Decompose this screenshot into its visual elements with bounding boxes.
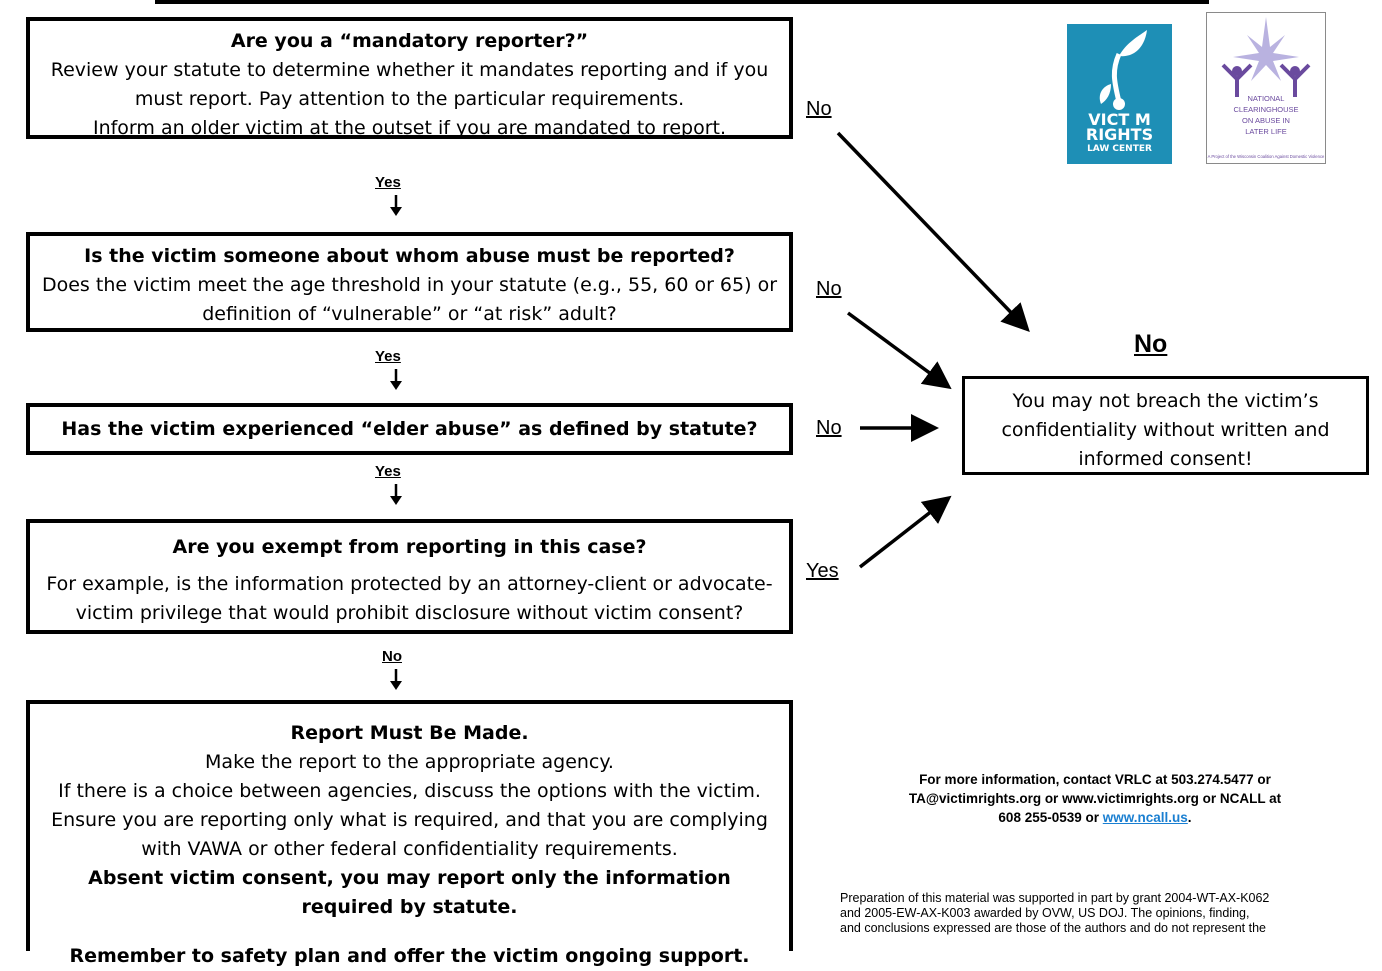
victim-rights-law-center-logo: VICT M RIGHTS LAW CENTER <box>1067 24 1172 164</box>
ncall-line: ON ABUSE IN <box>1242 116 1290 125</box>
star-figures-icon <box>1221 17 1311 97</box>
ncall-text: NATIONAL CLEARINGHOUSE ON ABUSE IN LATER… <box>1207 93 1325 137</box>
vrlc-line: RIGHTS <box>1085 125 1154 144</box>
connector-arrows <box>836 131 1030 569</box>
ncall-line: CLEARINGHOUSE <box>1233 105 1299 114</box>
victim-threshold-box: Is the victim someone about whom abuse m… <box>26 232 793 332</box>
contact-line: TA@victimrights.org or www.victimrights.… <box>908 791 1282 806</box>
contact-tail: . <box>1187 810 1192 825</box>
yes-label-2: Yes <box>375 348 401 365</box>
box4-line: For example, is the information protecte… <box>46 573 773 595</box>
arrow-no-2 <box>846 311 952 390</box>
vrlc-line: VICT M <box>1088 110 1151 129</box>
no-label-down: No <box>382 648 402 665</box>
ncall-line: LATER LIFE <box>1245 127 1287 136</box>
down-arrow-2 <box>390 369 402 390</box>
box5-line: Ensure you are reporting only what is re… <box>51 809 768 831</box>
box4-line: victim privilege that would prohibit dis… <box>75 602 744 624</box>
no-box-line: informed consent! <box>1078 448 1253 470</box>
report-box: Report Must Be Made. Make the report to … <box>26 700 793 967</box>
box3-title: Has the victim experienced “elder abuse”… <box>61 418 758 440</box>
down-arrow-4 <box>390 669 402 690</box>
yes-side-label: Yes <box>806 560 839 582</box>
vrlc-text: VICT M RIGHTS LAW CENTER <box>1067 112 1172 157</box>
box1-line: Review your statute to determine whether… <box>50 59 769 81</box>
contact-info: For more information, contact VRLC at 50… <box>855 770 1335 827</box>
contact-line: 608 255-0539 or <box>998 810 1103 825</box>
box5-title: Report Must Be Made. <box>290 722 529 744</box>
box5-bold-line: required by statute. <box>301 896 518 918</box>
no-label-3: No <box>816 417 842 439</box>
box2-title: Is the victim someone about whom abuse m… <box>84 245 735 267</box>
no-box-line: You may not breach the victim’s <box>1012 390 1319 412</box>
title-underline <box>155 0 1209 4</box>
no-label-2: No <box>816 278 842 300</box>
down-arrow-1 <box>390 195 402 216</box>
box1-title: Are you a “mandatory reporter?” <box>230 30 589 52</box>
no-heading: No <box>1134 330 1168 358</box>
prep-line: and 2005-EW-AX-K003 awarded by OVW, US D… <box>840 906 1250 920</box>
no-label-1: No <box>806 98 832 120</box>
yes-label-3: Yes <box>375 463 401 480</box>
box2-line: definition of “vulnerable” or “at risk” … <box>202 303 617 325</box>
no-breach-box: You may not breach the victim’s confiden… <box>962 376 1369 475</box>
contact-line: For more information, contact VRLC at 50… <box>919 772 1271 787</box>
mandatory-reporter-box: Are you a “mandatory reporter?” Review y… <box>26 17 793 139</box>
box5-bold-line: Absent victim consent, you may report on… <box>88 867 731 889</box>
ncall-line: NATIONAL <box>1247 94 1285 103</box>
box4-title: Are you exempt from reporting in this ca… <box>172 536 647 558</box>
ncall-link[interactable]: www.ncall.us <box>1102 810 1188 825</box>
exemption-box: Are you exempt from reporting in this ca… <box>26 519 793 634</box>
arrow-no-1 <box>836 131 1030 333</box>
box2-line: Does the victim meet the age threshold i… <box>41 274 778 296</box>
box5-line: Make the report to the appropriate agenc… <box>205 751 614 773</box>
box1-line: must report. Pay attention to the partic… <box>134 88 685 110</box>
prep-line: and conclusions expressed are those of t… <box>840 921 1266 935</box>
ncall-logo: NATIONAL CLEARINGHOUSE ON ABUSE IN LATER… <box>1206 12 1326 164</box>
prep-line: Preparation of this material was support… <box>840 891 1270 905</box>
vrlc-line: LAW CENTER <box>1087 144 1152 154</box>
box5-line: If there is a choice between agencies, d… <box>58 780 761 802</box>
no-box-line: confidentiality without written and <box>1001 419 1330 441</box>
funding-disclaimer: Preparation of this material was support… <box>840 891 1340 936</box>
arrow-yes <box>858 495 952 569</box>
box5-line: with VAWA or other federal confidentiali… <box>141 838 678 860</box>
sprout-icon <box>1099 30 1147 110</box>
down-arrow-3 <box>390 484 402 505</box>
ncall-tagline: A Project of the Wisconsin Coalition Aga… <box>1207 154 1325 159</box>
box1-line: Inform an older victim at the outset if … <box>92 117 727 139</box>
yes-label-1: Yes <box>375 174 401 191</box>
elder-abuse-box: Has the victim experienced “elder abuse”… <box>26 403 793 455</box>
